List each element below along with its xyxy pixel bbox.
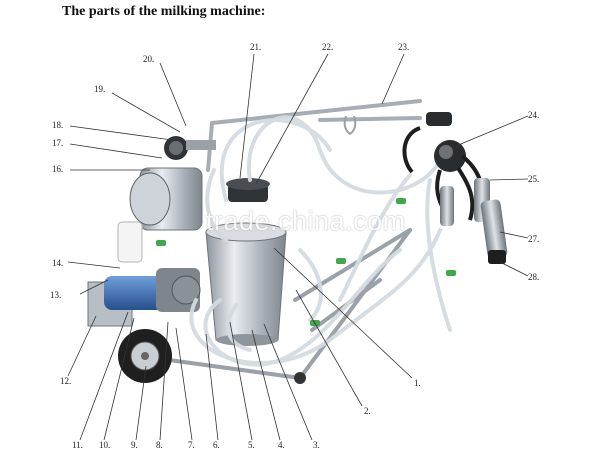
part-label-19: 19. <box>94 84 105 94</box>
part-label-10: 10. <box>99 440 110 450</box>
part-label-16: 16. <box>52 164 63 174</box>
motor-pump <box>87 268 201 327</box>
part-label-12: 12. <box>60 376 71 386</box>
part-label-17: 17. <box>52 138 63 148</box>
part-number-labels: 1. 2. 3. 4. 5. 6. 7. 8. 9. 10. 11. 12. 13. 14. 16. 17. 1… <box>50 42 539 450</box>
part-label-9: 9. <box>131 440 138 450</box>
part-label-3: 3. <box>313 440 320 450</box>
teat-cups <box>440 178 508 264</box>
part-label-28: 28. <box>528 272 539 282</box>
milking-claw <box>402 112 486 221</box>
part-label-24: 24. <box>528 110 539 120</box>
part-label-5: 5. <box>248 440 255 450</box>
vacuum-tank <box>129 167 203 231</box>
hoses <box>189 115 452 367</box>
part-label-25: 25. <box>528 174 539 184</box>
part-label-22: 22. <box>322 42 333 52</box>
part-label-2: 2. <box>364 406 371 416</box>
part-label-11: 11. <box>72 440 83 450</box>
part-label-20: 20. <box>143 54 154 64</box>
hook-icon <box>343 115 357 136</box>
rear-wheel <box>294 372 306 384</box>
milk-bucket <box>205 178 287 346</box>
part-label-7: 7. <box>188 440 195 450</box>
part-label-23: 23. <box>398 42 409 52</box>
part-label-13: 13. <box>50 290 61 300</box>
leader-lines <box>67 53 529 441</box>
part-label-21: 21. <box>250 42 261 52</box>
diagram-title: The parts of the milking machine: <box>62 4 266 19</box>
part-label-1: 1. <box>414 378 421 388</box>
vacuum-gauge <box>164 136 216 160</box>
watermark: trade.china.com <box>206 206 406 236</box>
part-label-14: 14. <box>52 258 63 268</box>
part-label-4: 4. <box>278 440 285 450</box>
part-label-8: 8. <box>156 440 163 450</box>
part-label-27: 27. <box>528 234 539 244</box>
part-label-18: 18. <box>52 120 63 130</box>
wheel <box>118 329 172 383</box>
oil-bottle <box>117 221 143 263</box>
part-label-6: 6. <box>213 440 220 450</box>
